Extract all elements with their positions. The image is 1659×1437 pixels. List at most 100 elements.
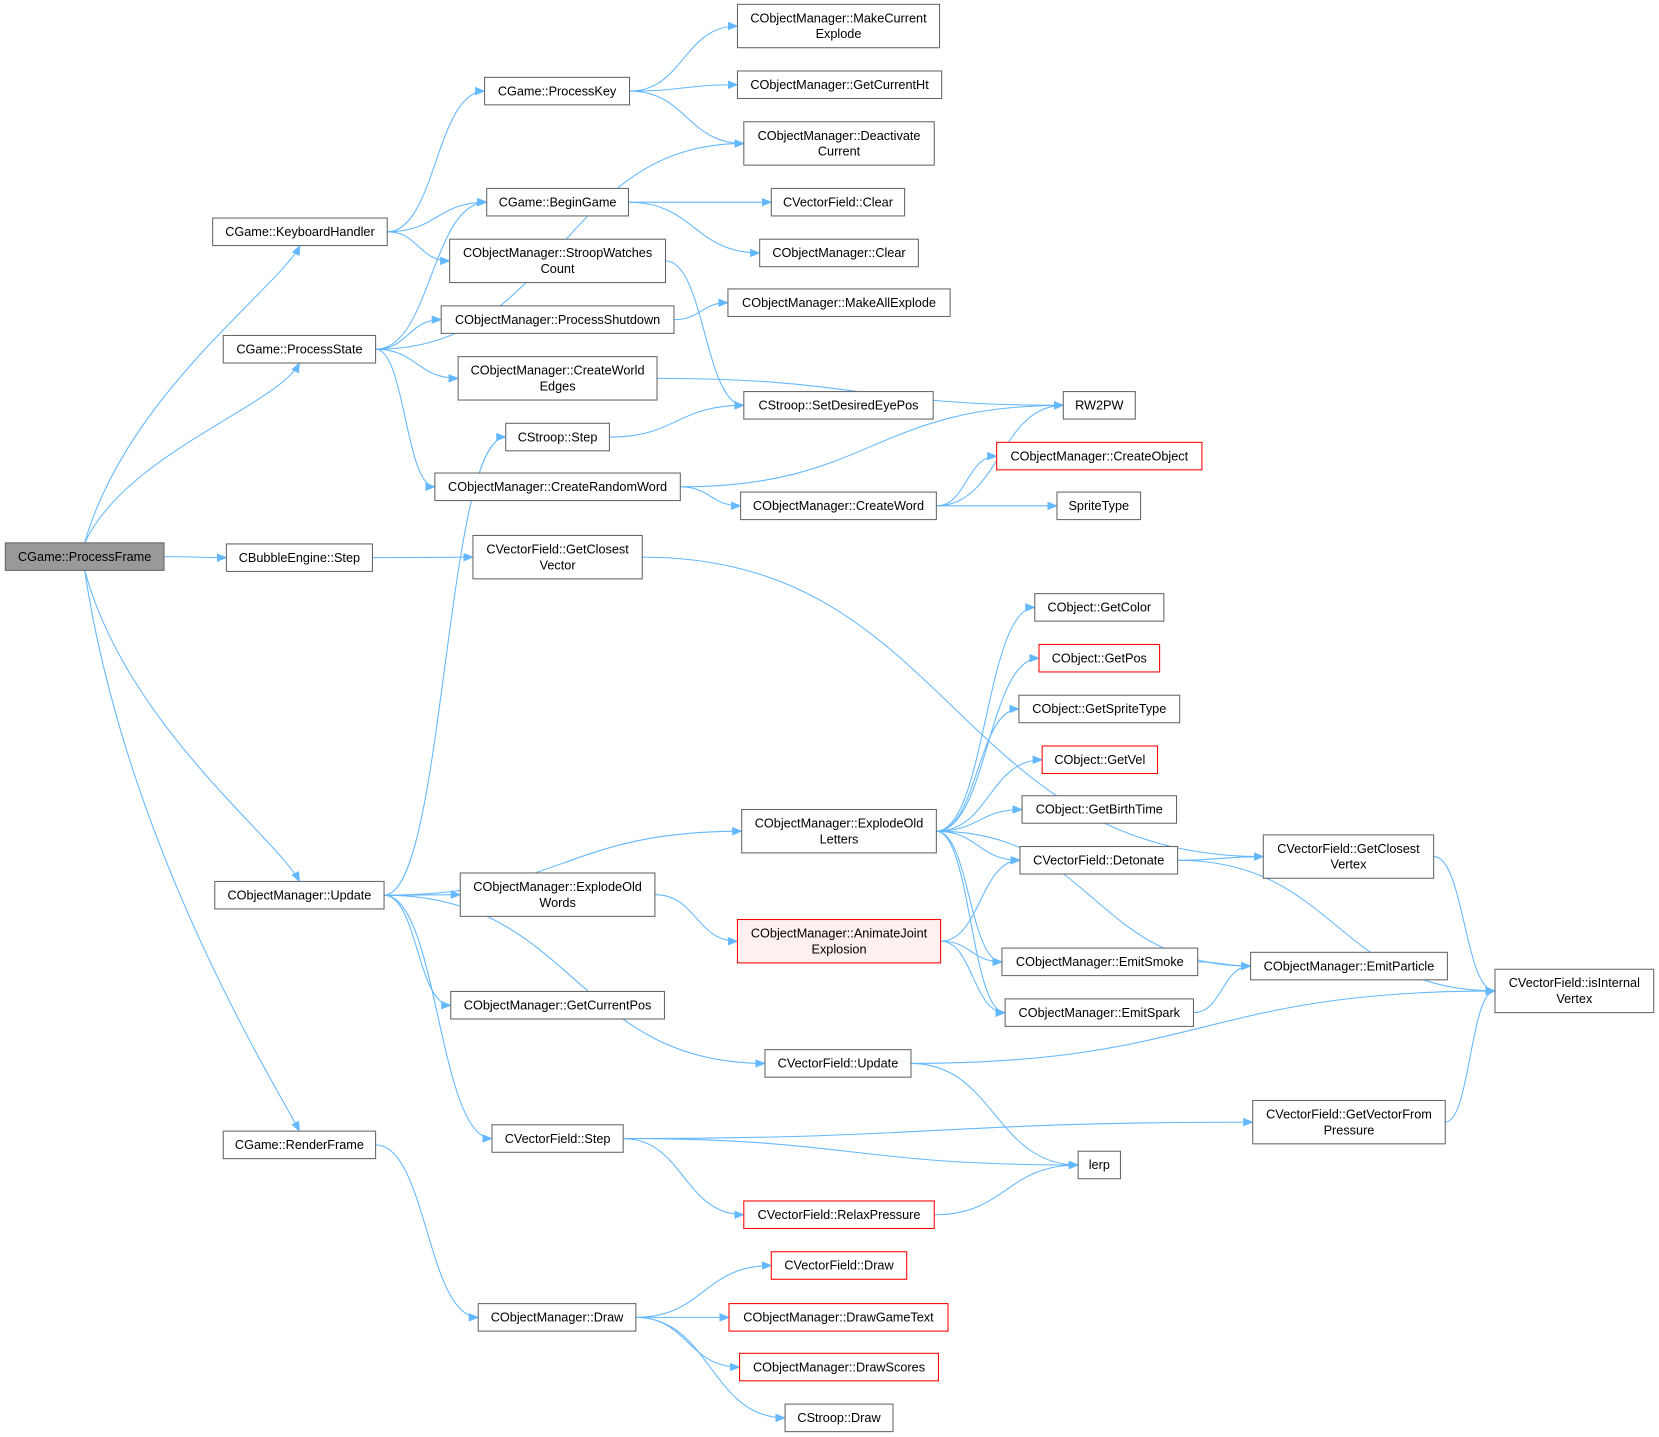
graph-node[interactable]: CBubbleEngine::Step [225,543,373,572]
graph-node[interactable]: CObjectManager::DrawScores [739,1352,940,1382]
graph-node[interactable]: CObject::GetSpriteType [1018,694,1181,724]
graph-node[interactable]: CGame::ProcessState [222,334,377,364]
node-box [486,187,630,217]
call-edge [609,401,745,438]
node-label: CObjectManager::MakeAllExplode [742,296,936,310]
node-box [1262,834,1435,879]
graph-node[interactable]: CVectorField::Detonate [1019,845,1179,875]
node-label: CGame::RenderFrame [235,1138,364,1152]
call-edge [654,894,739,946]
graph-node[interactable]: CObject::GetColor [1034,593,1165,622]
call-edge [629,80,739,92]
call-edge [375,315,443,350]
graph-node[interactable]: CObjectManager::MakeAllExplode [727,288,951,317]
node-box [225,543,373,572]
node-label: CGame::BeginGame [499,195,617,209]
node-box [1041,745,1159,775]
graph-node[interactable]: CObjectManager::Update [214,880,385,910]
node-box [477,1303,637,1332]
call-edge [84,570,300,883]
node-box [1019,845,1179,875]
graph-node[interactable]: lerp [1077,1150,1121,1180]
graph-node[interactable]: SpriteType [1056,491,1142,521]
graph-node[interactable]: CGame::KeyboardHandler [212,217,388,247]
graph-node[interactable]: RW2PW [1062,391,1136,420]
graph-node[interactable]: CObjectManager::CreateWord [740,491,937,521]
node-label: CObjectManager::DrawScores [753,1360,925,1374]
graph-node[interactable]: CObjectManager::CreateRandomWord [434,472,681,502]
graph-node[interactable]: CObjectManager::GetCurrentHt [736,70,943,100]
node-label: CVectorField::Update [778,1057,899,1071]
call-edge [936,755,1044,832]
call-edge [936,830,1004,967]
node-box [770,1251,908,1280]
graph-node[interactable]: CObject::GetBirthTime [1021,795,1178,824]
node-box [759,238,919,268]
call-edge [934,1160,1080,1216]
call-edge [642,556,1265,861]
node-box [1001,947,1199,977]
graph-node[interactable]: CObjectManager::GetCurrentPos [450,990,665,1020]
graph-node[interactable]: CStroop::Step [505,422,610,452]
node-box [736,918,942,964]
call-edge [375,348,436,491]
call-edge [936,805,1024,832]
node-label: CVectorField::RelaxPressure [758,1208,921,1222]
graph-node[interactable]: CObjectManager::EmitSpark [1004,998,1194,1027]
node-box [1077,1150,1121,1180]
node-label: CObjectManager::EmitSmoke [1016,955,1184,969]
graph-node[interactable]: CGame::ProcessFrame [4,542,165,571]
graph-node[interactable]: CObjectManager::CreateObject [996,441,1203,471]
graph-node[interactable]: CObjectManager::Clear [759,238,919,268]
node-label: CObject::GetColor [1047,601,1151,615]
call-edge [628,201,761,258]
graph-node[interactable]: CVectorField::Clear [770,187,906,217]
node-box [1252,1099,1446,1145]
graph-node[interactable]: CGame::RenderFrame [222,1130,377,1160]
call-edge [635,1316,741,1372]
node-label: CObjectManager::CreateWorld [471,364,645,378]
node-label: CGame::ProcessFrame [18,550,151,564]
graph-node[interactable]: CVectorField::RelaxPressure [743,1200,935,1230]
node-label: CObjectManager::Draw [491,1311,624,1325]
graph-node[interactable]: CVectorField::Draw [770,1251,908,1280]
node-label: SpriteType [1068,499,1129,513]
call-edge [387,86,486,233]
graph-node[interactable]: CObjectManager::EmitSmoke [1001,947,1199,977]
graph-node[interactable]: CVectorField::Step [491,1124,624,1153]
node-label: CGame::KeyboardHandler [225,225,375,239]
graph-node[interactable]: CObjectManager::DrawGameText [728,1303,949,1332]
call-edge [936,451,998,507]
graph-node[interactable]: CObjectManager::Draw [477,1303,637,1332]
call-edge [665,260,745,410]
graph-node[interactable]: CObject::GetVel [1041,745,1159,775]
graph-node[interactable]: CGame::ProcessKey [484,76,631,106]
graph-node[interactable]: CObjectManager::EmitParticle [1250,951,1448,981]
graph-node[interactable]: CStroop::Draw [784,1403,894,1433]
graph-node[interactable]: CGame::BeginGame [486,187,630,217]
call-edge [372,552,474,562]
node-box [1062,391,1136,420]
graph-node[interactable]: CObjectManager::ProcessShutdown [440,305,675,334]
node-label: Explosion [812,942,867,956]
node-box [222,1130,377,1160]
node-box [743,1200,935,1230]
graph-node[interactable]: CVectorField::Update [764,1049,912,1078]
call-edge [936,653,1041,832]
node-label: Vector [540,558,577,572]
node-label: CStroop::Draw [797,1411,881,1425]
node-box [450,990,665,1020]
graph-node[interactable]: CStroop::SetDesiredEyePos [743,391,934,420]
graph-node[interactable]: CObject::GetPos [1038,643,1161,673]
